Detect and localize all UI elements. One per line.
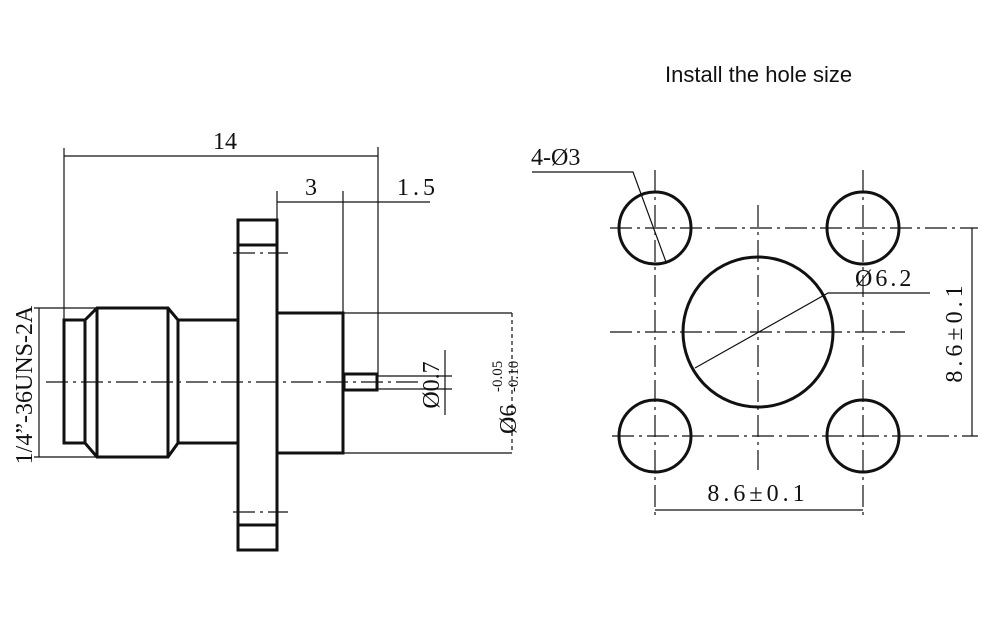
dim-pin-length: 1.5 xyxy=(397,175,439,201)
dim-flange-to-end: 3 xyxy=(305,175,317,201)
mount-hole xyxy=(617,398,693,474)
thread-spec: 1/4”-36UNS-2A xyxy=(12,305,38,464)
mount-hole xyxy=(825,190,901,266)
dim-pin-diameter: Ø0.7 xyxy=(419,361,445,408)
center-hole xyxy=(681,255,835,409)
dim-horizontal-spacing: 8.6±0.1 xyxy=(707,481,808,507)
mount-hole xyxy=(617,190,693,266)
dim-body-diameter: Ø6 xyxy=(496,405,522,434)
dim-vertical-spacing: 8.6±0.1 xyxy=(942,281,968,382)
body xyxy=(275,311,345,455)
dim-length-total: 14 xyxy=(213,129,237,155)
flange xyxy=(236,218,279,552)
page-title: Install the hole size xyxy=(665,62,853,87)
dim-body-tol-lower: -0.10 xyxy=(506,361,522,392)
label-center-hole: Ø6.2 xyxy=(855,266,914,292)
hole-pattern: 4-Ø3 Ø6.2 8.6±0.1 8.6±0.1 xyxy=(531,145,978,518)
dim-body-tol-upper: -0.05 xyxy=(490,361,506,392)
side-view: 14 3 1.5 1/4”-36UNS-2A xyxy=(12,129,522,552)
label-mount-holes: 4-Ø3 xyxy=(531,145,580,171)
mount-hole xyxy=(825,398,901,474)
